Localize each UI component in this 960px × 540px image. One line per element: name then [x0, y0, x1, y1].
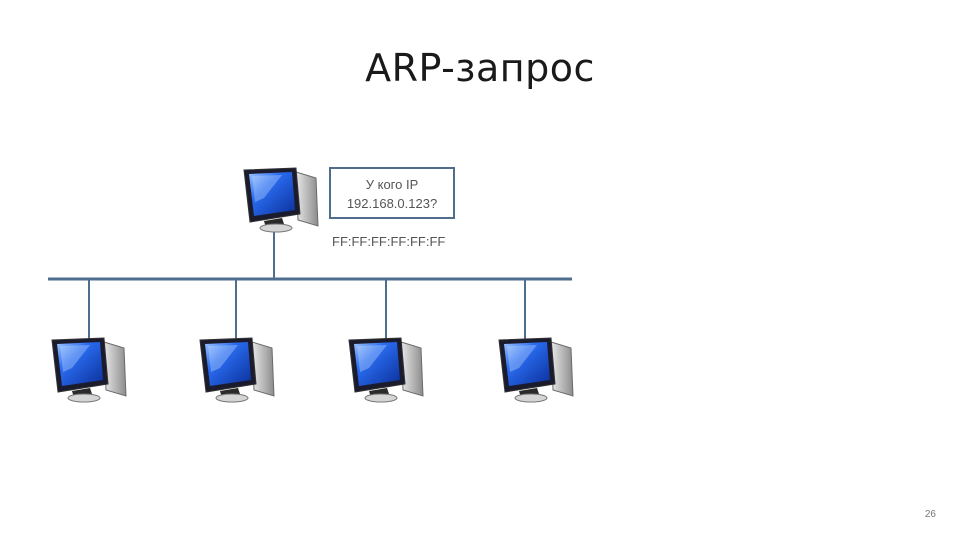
- arp-request-bubble: У кого IP 192.168.0.123?: [329, 167, 455, 219]
- slide-title: ARP-запрос: [365, 46, 595, 90]
- page-number: 26: [924, 509, 936, 520]
- computer-icon: [243, 167, 319, 233]
- request-question-line1: У кого IP: [365, 177, 419, 192]
- computer-icon: [498, 337, 574, 403]
- computer-icon: [51, 337, 127, 403]
- computer-icon: [348, 337, 424, 403]
- request-ip-address: 192.168.0.123?: [346, 196, 438, 211]
- broadcast-mac-label: FF:FF:FF:FF:FF:FF: [332, 234, 446, 249]
- computer-icon: [199, 337, 275, 403]
